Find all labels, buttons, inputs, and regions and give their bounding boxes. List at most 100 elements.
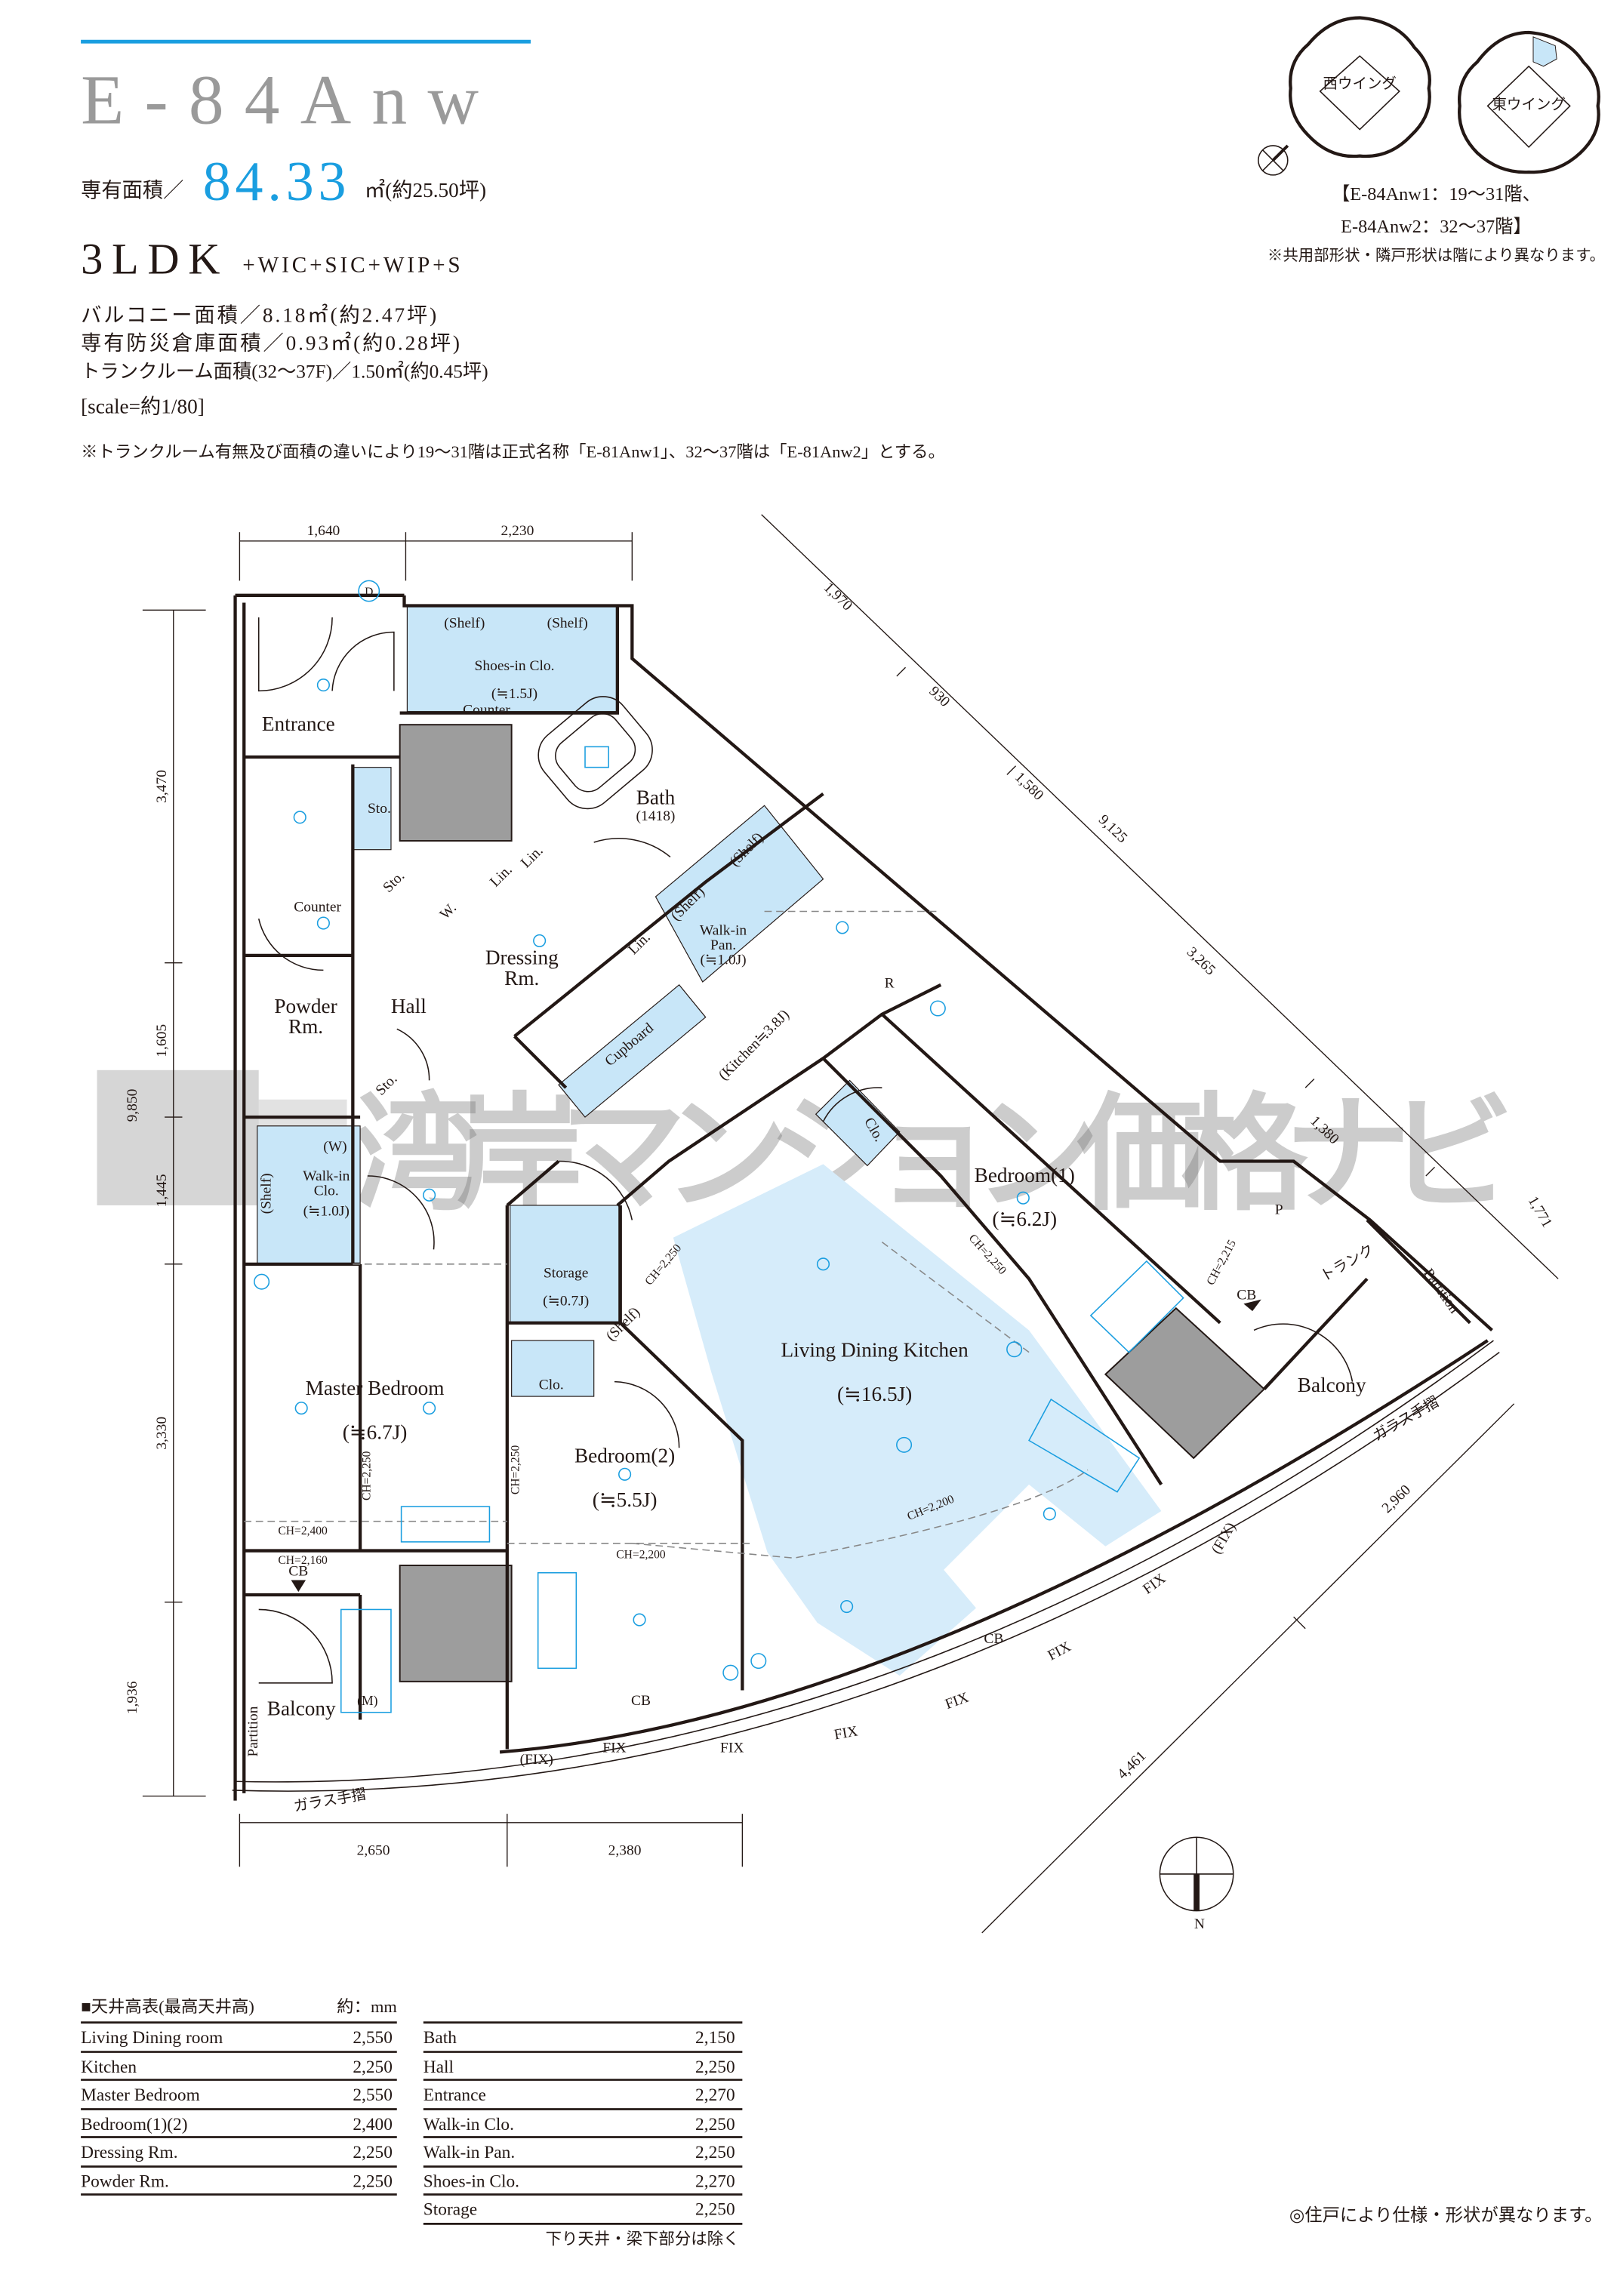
closet1-fill <box>815 1079 901 1167</box>
svg-text:Entrance: Entrance <box>424 2085 486 2105</box>
svg-text:2,250: 2,250 <box>695 2200 735 2220</box>
label-fix: FIX <box>1046 1639 1074 1664</box>
dim-left-4: 3,330 <box>154 1417 170 1450</box>
svg-text:Dressing Rm.: Dressing Rm. <box>81 2143 177 2162</box>
dim-left-5: 1,936 <box>125 1681 140 1714</box>
label-shelf: (Shelf) <box>444 616 485 632</box>
floor-range-2: E-84Anw2：32〜37階】 <box>1341 217 1532 237</box>
dim-left-total: 9,850 <box>125 1089 140 1122</box>
svg-text:Bedroom(1)(2): Bedroom(1)(2) <box>81 2115 187 2134</box>
dim-bottom-1: 2,650 <box>357 1843 390 1859</box>
cb-arrow-icon <box>1243 1299 1261 1312</box>
structural-column <box>399 1565 513 1682</box>
label-walkin-pantry-2: Pan. <box>710 937 736 953</box>
walkin-closet-fill <box>257 1125 361 1265</box>
dim-diag-7: 1,771 <box>1525 1194 1555 1230</box>
label-hall: Hall <box>391 995 427 1017</box>
label-cb: CB <box>1237 1288 1256 1303</box>
label-partition: Partition <box>1420 1266 1462 1316</box>
disaster-storage-area: 専有防災倉庫面積／0.93㎡(約0.28坪) <box>81 332 462 355</box>
label-ceiling-height: CH=2,250 <box>642 1242 684 1288</box>
label-shelf: (Shelf) <box>258 1173 274 1214</box>
cb-arrow-icon <box>291 1580 306 1593</box>
label-ceiling-height: CH=2,215 <box>1204 1238 1239 1288</box>
label-fix: FIX <box>720 1740 744 1756</box>
label-walkin-closet: Walk-in <box>303 1168 350 1184</box>
door-d-icon <box>358 580 380 602</box>
label-glass-railing: ガラス手摺 <box>1370 1393 1442 1445</box>
svg-text:2,150: 2,150 <box>695 2028 735 2048</box>
interior-walls <box>244 605 1471 1750</box>
compass-north-label: N <box>1194 1916 1205 1932</box>
label-shoes-in-closet: Shoes-in Clo. <box>475 658 555 674</box>
svg-text:Hall: Hall <box>424 2057 454 2077</box>
table-row: Powder Rm.2,250 <box>81 2172 397 2196</box>
label-trunk-room: トランク <box>1317 1242 1376 1285</box>
label-linen: Lin. <box>518 843 546 871</box>
label-ceiling-height: CH=2,250 <box>361 1451 374 1500</box>
svg-text:Powder Rm.: Powder Rm. <box>81 2172 169 2192</box>
svg-text:Shoes-in Clo.: Shoes-in Clo. <box>424 2172 519 2192</box>
svg-text:Kitchen: Kitchen <box>81 2057 137 2077</box>
area-value: 84.33 <box>203 151 351 213</box>
label-ceiling-height: CH=2,250 <box>509 1445 522 1495</box>
label-bedroom-1: Bedroom(1) <box>975 1164 1075 1186</box>
label-bath: Bath <box>636 786 676 808</box>
table-row: Master Bedroom 2,550 <box>81 2085 397 2110</box>
svg-text:2,250: 2,250 <box>695 2115 735 2134</box>
label-cb: CB <box>984 1631 1003 1647</box>
table-row: Shoes-in Clo.2,270 <box>423 2172 743 2196</box>
dim-left-2: 1,605 <box>154 1024 170 1057</box>
shoes-in-closet-fill <box>406 605 618 712</box>
dim-diag-9: 4,461 <box>1114 1748 1149 1783</box>
table-title: ■天井高表(最高天井高) <box>81 1997 254 2016</box>
label-fix: FIX <box>833 1723 859 1743</box>
label-partition: Partition <box>245 1706 261 1756</box>
table-row: Kitchen 2,250 <box>81 2057 397 2081</box>
layout-type: 3LDK <box>81 234 229 283</box>
east-wing-outline <box>1458 30 1600 174</box>
label-storage: Storage <box>544 1265 588 1281</box>
ceiling-drop-lines <box>244 910 1089 1559</box>
west-wing-label: 西ウイング <box>1323 75 1397 92</box>
keymap-note: ※共用部形状・隣戸形状は階により異なります。 <box>1267 247 1605 264</box>
unit-type-title: E-84Anw <box>81 62 499 140</box>
dim-left-1: 3,470 <box>154 770 170 803</box>
sto-fill <box>352 767 392 851</box>
dim-top-1: 1,640 <box>306 523 340 539</box>
label-entrance: Entrance <box>262 712 335 735</box>
area-unit: ㎡(約25.50坪) <box>365 179 486 202</box>
door-swings <box>257 617 1354 1684</box>
naming-note: ※トランクルーム有無及び面積の違いにより19〜31階は正式名称「E-81Anw1… <box>81 442 945 461</box>
label-balcony: Balcony <box>267 1697 336 1720</box>
label-balcony: Balcony <box>1298 1374 1366 1396</box>
label-bedroom-1-size: (≒6.2J) <box>992 1208 1057 1230</box>
table-row: Dressing Rm.2,250 <box>81 2143 397 2168</box>
label-walkin-pantry-size: (≒1.0J) <box>700 953 746 968</box>
svg-text:2,250: 2,250 <box>353 2057 393 2077</box>
label-linen: Lin. <box>625 930 653 958</box>
table-row: Walk-in Clo.2,250 <box>423 2115 743 2138</box>
floor-range-1: 【E-84Anw1：19〜31階、 <box>1332 184 1541 205</box>
label-cb: CB <box>631 1693 651 1709</box>
label-walkin-closet-2: Clo. <box>314 1183 339 1199</box>
footer-note: ◎住戸により仕様・形状が異なります。 <box>1289 2205 1603 2226</box>
svg-text:2,550: 2,550 <box>353 2085 393 2105</box>
label-ldk-size: (≒16.5J) <box>837 1383 912 1405</box>
dim-diag-8: 2,960 <box>1379 1482 1414 1517</box>
label-ceiling-height: CH=2,160 <box>278 1554 328 1567</box>
label-walkin-closet-w: (W) <box>323 1139 346 1155</box>
bathtub <box>537 696 653 810</box>
facade-curve <box>499 1339 1489 1754</box>
dim-diag-1: 1,970 <box>821 580 855 614</box>
svg-text:Walk-in Pan.: Walk-in Pan. <box>424 2143 515 2162</box>
label-fix: FIX <box>602 1740 626 1756</box>
label-door-d: D <box>365 586 373 599</box>
svg-text:Master Bedroom: Master Bedroom <box>81 2085 200 2105</box>
dim-diag-4: 9,125 <box>1095 812 1130 847</box>
table-row: Walk-in Pan.2,250 <box>423 2143 743 2168</box>
equipment-symbols <box>254 679 1184 1713</box>
label-powder-room-2: Rm. <box>288 1015 323 1038</box>
table-footnote: 下り天井・梁下部分は除く <box>546 2230 740 2248</box>
